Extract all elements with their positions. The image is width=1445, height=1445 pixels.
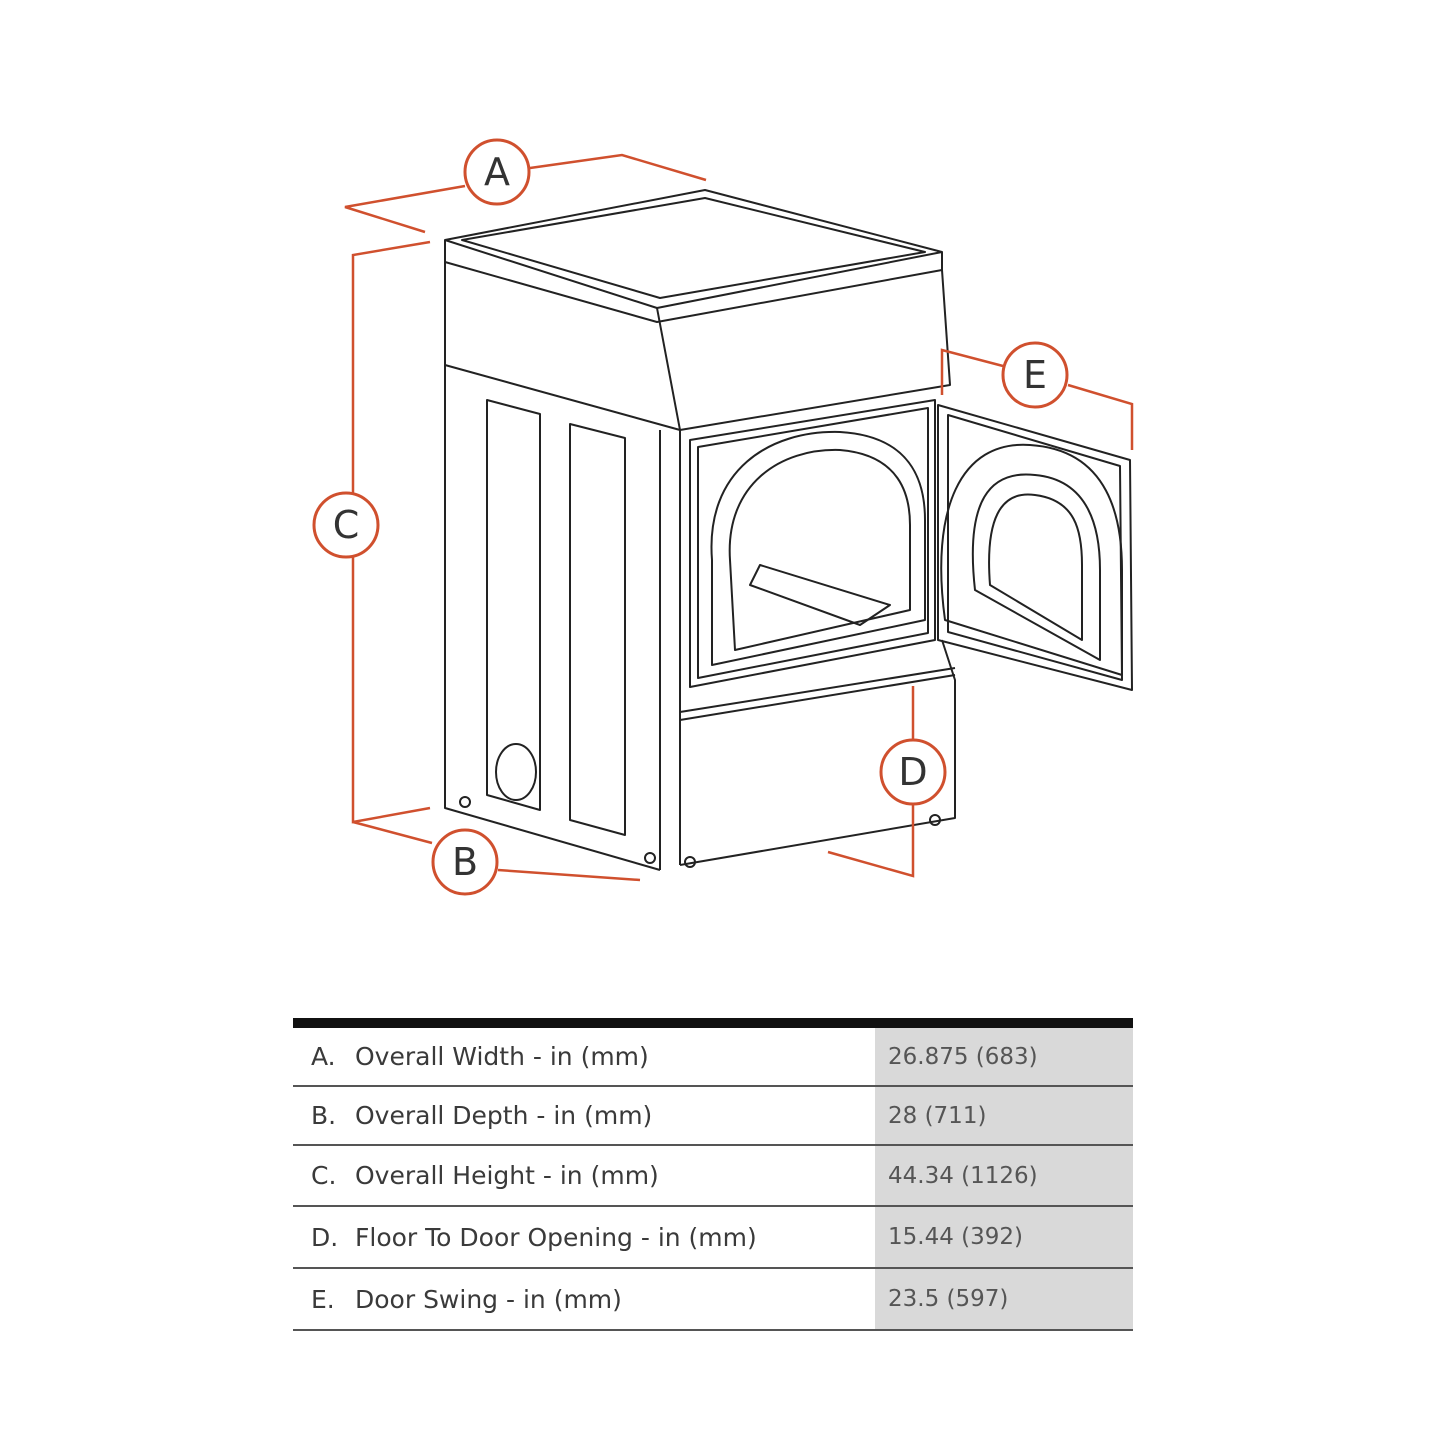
row-label: Door Swing - in (mm) <box>355 1284 622 1314</box>
table-row: A. Overall Width - in (mm) 26.875 (683) <box>293 1028 1133 1087</box>
row-letter: C. <box>311 1161 337 1190</box>
row-label: Overall Depth - in (mm) <box>355 1101 653 1130</box>
svg-text:D: D <box>898 750 927 794</box>
dimension-lines <box>344 153 1134 882</box>
callout-c: C <box>312 491 380 559</box>
table-header-bar <box>293 1018 1133 1028</box>
row-letter: A. <box>311 1042 336 1071</box>
row-letter: D. <box>311 1222 339 1252</box>
svg-text:C: C <box>333 503 360 547</box>
callout-b: B <box>431 828 499 896</box>
callout-d: D <box>879 738 947 806</box>
row-value: 44.34 (1126) <box>875 1146 1133 1205</box>
row-letter: B. <box>311 1101 337 1130</box>
callout-e: E <box>1001 341 1069 409</box>
dimensions-table: A. Overall Width - in (mm) 26.875 (683) B.… <box>293 1018 1133 1331</box>
callout-a: A <box>463 138 531 206</box>
row-value: 23.5 (597) <box>875 1269 1133 1329</box>
row-value: 28 (711) <box>875 1087 1133 1144</box>
svg-text:E: E <box>1023 353 1047 397</box>
dryer-outline <box>444 189 1133 871</box>
table-row: E. Door Swing - in (mm) 23.5 (597) <box>293 1269 1133 1331</box>
dryer-drawing: A B C D E <box>312 138 1134 896</box>
row-label: Floor To Door Opening - in (mm) <box>355 1222 757 1252</box>
svg-text:B: B <box>452 840 478 884</box>
table-row: B. Overall Depth - in (mm) 28 (711) <box>293 1087 1133 1146</box>
row-value: 15.44 (392) <box>875 1207 1133 1267</box>
row-label: Overall Width - in (mm) <box>355 1042 649 1071</box>
table-row: C. Overall Height - in (mm) 44.34 (1126) <box>293 1146 1133 1207</box>
row-value: 26.875 (683) <box>875 1028 1133 1085</box>
row-label: Overall Height - in (mm) <box>355 1161 659 1190</box>
svg-text:A: A <box>484 150 510 194</box>
table-row: D. Floor To Door Opening - in (mm) 15.44 (… <box>293 1207 1133 1269</box>
row-letter: E. <box>311 1284 335 1314</box>
